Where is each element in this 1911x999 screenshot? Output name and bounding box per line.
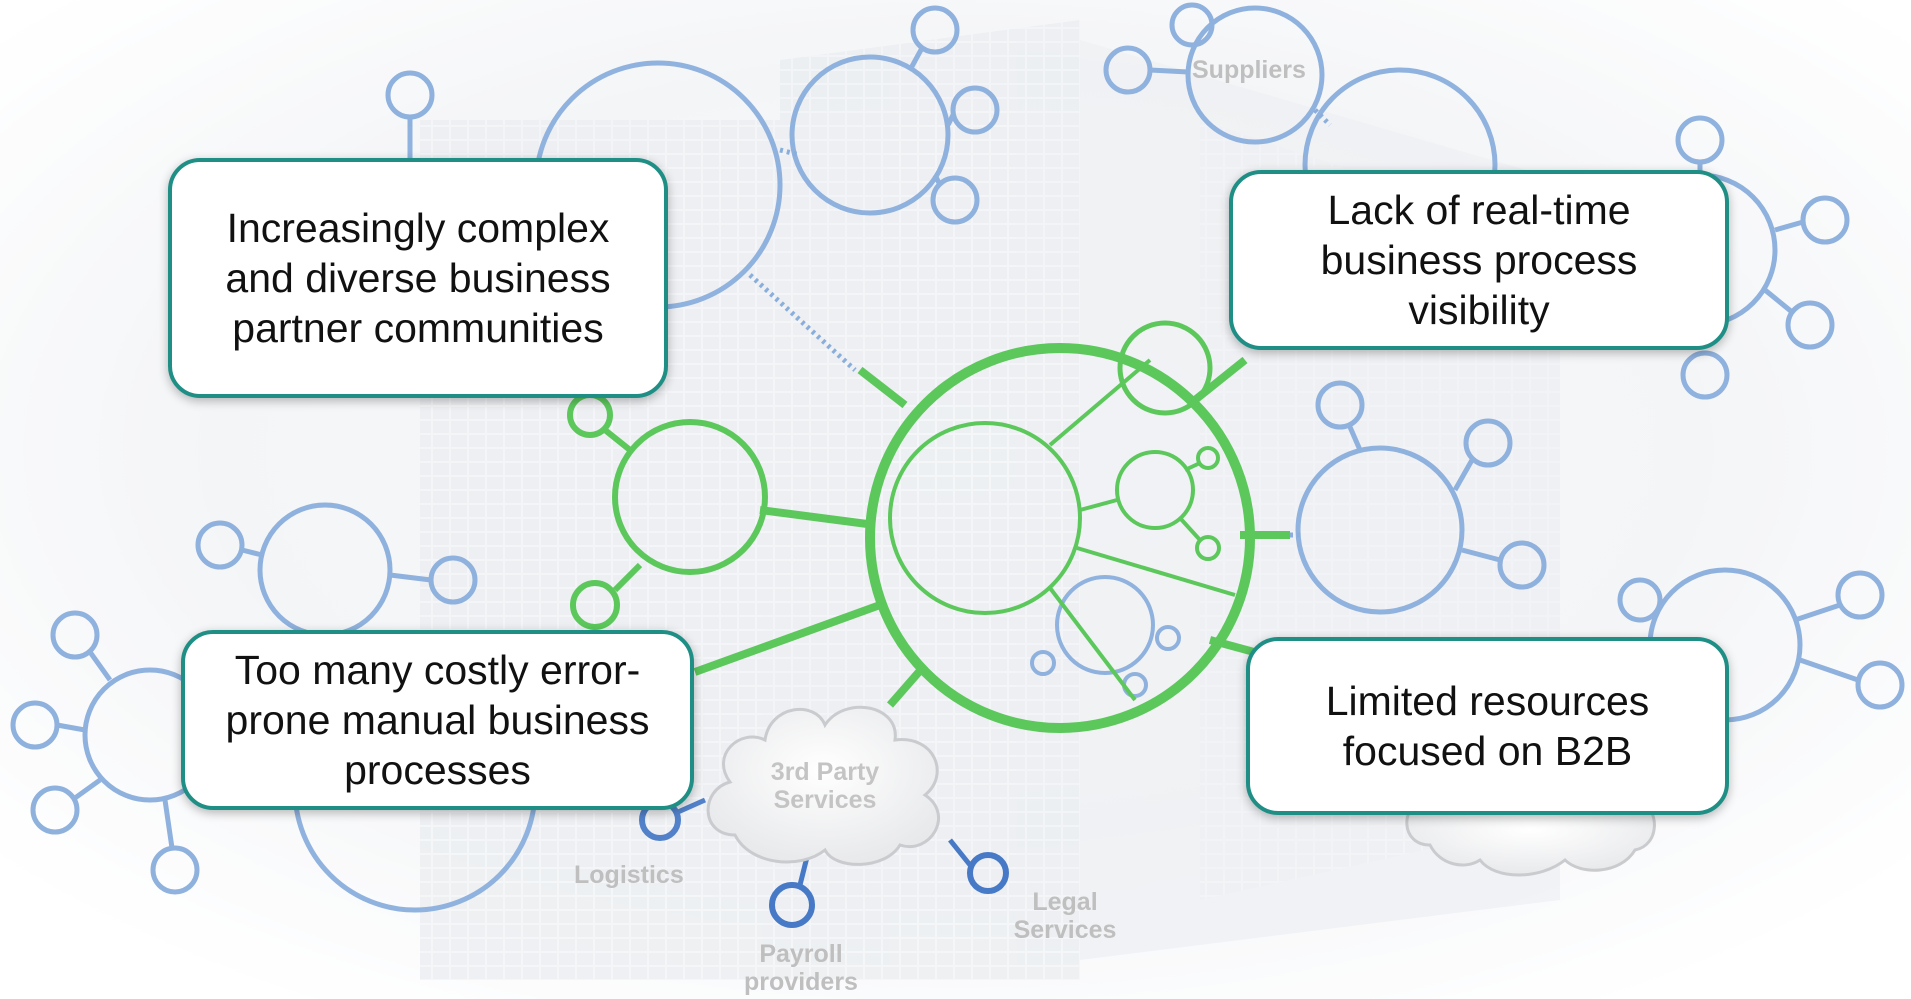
callout-partner-communities: Increasingly complex and diverse busines… xyxy=(168,158,668,398)
cloud-3rd-party xyxy=(706,705,940,866)
label-3rd-party-services: 3rd Party Services xyxy=(770,758,880,814)
callout-process-visibility: Lack of real-time business process visib… xyxy=(1229,170,1729,350)
label-payroll-providers: Payroll providers xyxy=(744,940,858,996)
label-legal-services: Legal Services xyxy=(1013,888,1117,944)
label-logistics: Logistics xyxy=(574,861,684,889)
callout-limited-resources: Limited resources focused on B2B xyxy=(1246,637,1729,815)
callout-manual-processes: Too many costly error-prone manual busin… xyxy=(181,630,694,810)
label-suppliers: Suppliers xyxy=(1192,56,1306,84)
central-hub xyxy=(567,320,1290,733)
